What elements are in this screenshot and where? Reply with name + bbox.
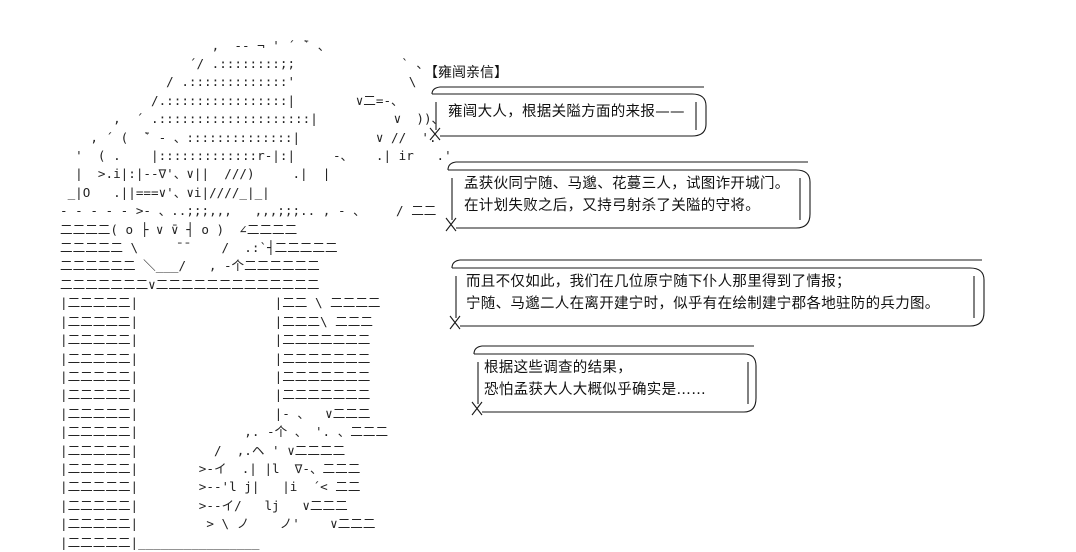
speech-bubble-text-3-line-2: 宁随、马邈二人在离开建宁时，似乎有在绘制建宁郡各地驻防的兵力图。 [466,296,940,312]
speech-bubble-text-3-line-1: 而且不仅如此，我们在几位原宁随下仆人那里得到了情报； [466,274,851,290]
aa-scene-canvas: , -‐ ¬ ' ´ ̄` 、 ´/ .::::::::;; ` 、 / .::… [60,38,985,550]
speech-bubble-frame-2 [445,161,811,232]
speech-bubble-text-1: 雍闿大人，根据关隘方面的来报—— [448,104,685,120]
speech-bubble-text-2-line-1: 孟获伙同宁随、马邈、花蔓三人，试图诈开城门。 [464,176,790,192]
ascii-art-figure: , -‐ ¬ ' ´ ̄` 、 ´/ .::::::::;; ` 、 / .::… [60,37,452,550]
speech-bubble-text-2-line-2: 在计划失败之后，又持弓射杀了关隘的守将。 [464,198,760,214]
speech-bubble-frame-3 [449,259,985,330]
speech-bubble-frame-1 [429,86,707,141]
speech-bubble-text-4-line-1: 根据这些调查的结果， [484,360,632,376]
speech-bubble-frame-4 [471,345,757,416]
speech-bubble-text-4-line-2: 恐怕孟获大人大概似乎确实是…… [484,382,706,398]
speaker-name-tag-1: 【雍闿亲信】 [424,65,508,81]
